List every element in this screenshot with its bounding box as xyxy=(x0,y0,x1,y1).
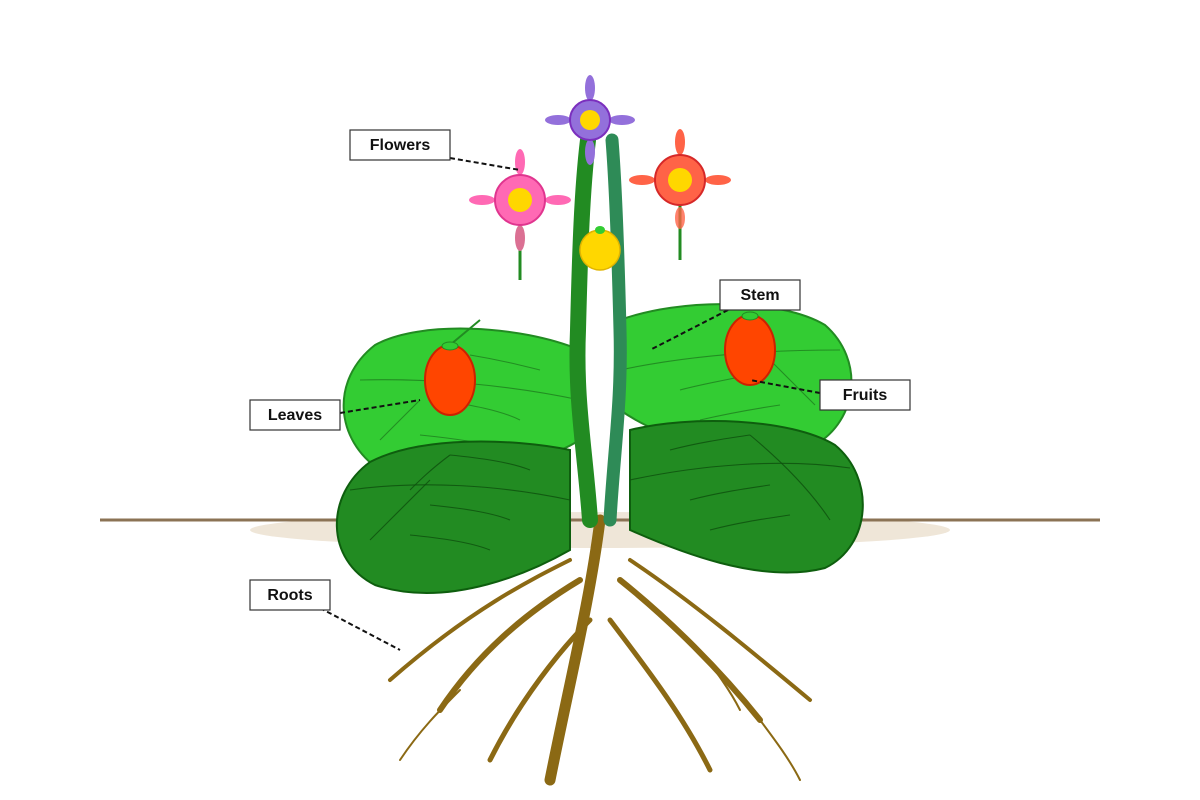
label-fruits: Fruits xyxy=(819,379,911,411)
label-stem: Stem xyxy=(719,279,801,311)
label-roots-text: Roots xyxy=(267,587,312,604)
roots-leader xyxy=(319,607,401,651)
red-flower xyxy=(629,129,731,229)
left-fruit xyxy=(424,319,481,416)
label-leaves-text: Leaves xyxy=(268,407,322,424)
leaves-leader xyxy=(339,399,421,414)
yellow-bud xyxy=(579,226,621,271)
label-stem-text: Stem xyxy=(740,287,779,304)
stem-leader xyxy=(649,309,729,351)
root-left-4 xyxy=(399,689,461,761)
root-left-1 xyxy=(437,577,583,713)
root-right-3 xyxy=(607,617,713,773)
taproot xyxy=(544,514,606,786)
root-left-2 xyxy=(388,558,572,682)
root-right-1 xyxy=(617,577,763,723)
root-right-4 xyxy=(759,719,801,781)
lower-left-leaf xyxy=(335,440,571,594)
label-roots: Roots xyxy=(249,579,331,611)
label-flowers: Flowers xyxy=(349,129,451,161)
purple-flower xyxy=(545,75,635,165)
root-left-3 xyxy=(487,617,593,763)
lower-right-leaf xyxy=(629,420,864,574)
label-leaves: Leaves xyxy=(249,399,341,431)
flowers-leader xyxy=(449,157,521,171)
roots xyxy=(388,514,812,786)
right-fruit xyxy=(724,311,776,386)
root-right-5 xyxy=(699,649,741,711)
label-flowers-text: Flowers xyxy=(370,137,431,154)
label-fruits-text: Fruits xyxy=(843,387,888,404)
pink-flower xyxy=(469,149,571,251)
root-right-2 xyxy=(628,558,812,702)
stem xyxy=(569,132,627,528)
fruits-leader xyxy=(749,379,821,394)
